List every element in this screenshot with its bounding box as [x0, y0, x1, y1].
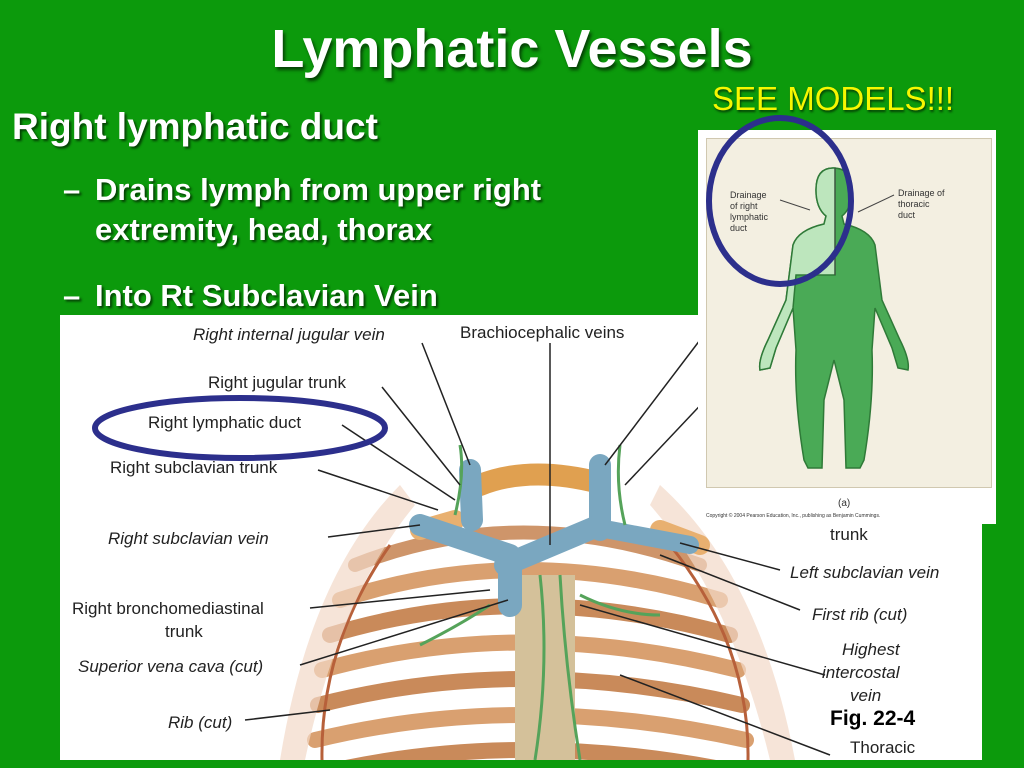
drain-right-line3: lymphatic: [730, 212, 769, 222]
label-intercostal: intercostal: [822, 663, 900, 682]
label-vein: vein: [850, 686, 882, 705]
label-right-internal-jugular-vein: Right internal jugular vein: [193, 325, 385, 344]
body-silhouette: [758, 167, 910, 469]
label-right-bronchomediastinal-trunk: trunk: [165, 622, 203, 641]
label-rib-cut: Rib (cut): [168, 713, 233, 732]
caption-drain-thoracic: Drainage of thoracic duct: [898, 188, 945, 221]
body-drainage-figure: Drainage of right lymphatic duct Drainag…: [698, 130, 996, 524]
drain-thoracic-line3: duct: [898, 210, 916, 220]
dash-2: –: [63, 278, 81, 313]
label-first-rib: First rib (cut): [812, 605, 908, 624]
drain-right-line1: Drainage: [730, 190, 767, 200]
label-left-subclavian-vein: Left subclavian vein: [790, 563, 940, 582]
sub-bullet-drains: – Drains lymph from upper right extremit…: [63, 170, 542, 250]
slide-title: Lymphatic Vessels: [271, 19, 753, 79]
drain-right-line4: duct: [730, 223, 748, 233]
label-right-bronchomediastinal: Right bronchomediastinal: [72, 599, 264, 618]
label-brachiocephalic-veins: Brachiocephalic veins: [460, 323, 625, 342]
label-superior-vena-cava: Superior vena cava (cut): [78, 657, 264, 676]
label-thoracic: Thoracic: [850, 738, 916, 757]
dash-1: –: [63, 172, 81, 207]
sub-bullet-drains-line2: extremity, head, thorax: [95, 212, 433, 247]
label-trunk: trunk: [830, 525, 868, 544]
drain-thoracic-line2: thoracic: [898, 199, 930, 209]
copyright-notice: Copyright © 2004 Pearson Education, Inc.…: [706, 513, 881, 519]
label-right-subclavian-trunk: Right subclavian trunk: [110, 458, 278, 477]
sub-bullet-drains-line1: Drains lymph from upper right: [95, 172, 542, 207]
highlight-ring-lymphatic-duct: [92, 395, 388, 461]
label-right-lymphatic-duct: Right lymphatic duct: [148, 413, 302, 432]
see-models-callout: SEE MODELS!!!: [712, 80, 955, 117]
sub-bullet-into-vein: – Into Rt Subclavian Vein: [63, 276, 438, 316]
label-right-subclavian-vein: Right subclavian vein: [108, 529, 269, 548]
bullet-right-lymphatic-duct: Right lymphatic duct: [12, 106, 378, 147]
sub-bullet-into-vein-line1: Into Rt Subclavian Vein: [95, 278, 438, 313]
label-right-jugular-trunk: Right jugular trunk: [208, 373, 346, 392]
figure-panel-label: (a): [838, 498, 851, 509]
label-highest: Highest: [842, 640, 900, 659]
thorax-drawing: [244, 339, 831, 760]
highlight-ring-body: [706, 115, 854, 287]
caption-drain-right: Drainage of right lymphatic duct: [730, 190, 768, 234]
figure-caption: Fig. 22-4: [830, 707, 916, 730]
drain-thoracic-line1: Drainage of: [898, 188, 945, 198]
drain-right-line2: of right: [730, 201, 758, 211]
